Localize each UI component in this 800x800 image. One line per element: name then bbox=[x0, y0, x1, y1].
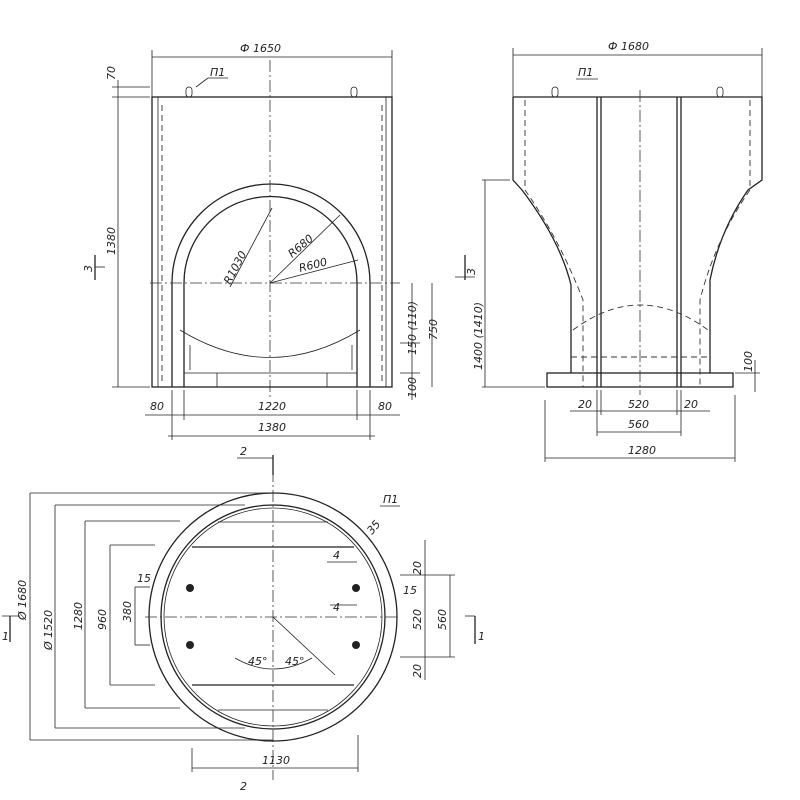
side-560-label: 560 bbox=[628, 418, 649, 431]
front-r1030-label: R1030 bbox=[221, 249, 249, 287]
front-p1-label: П1 bbox=[210, 66, 225, 79]
plan-960-label: 960 bbox=[96, 609, 109, 630]
side-diameter-label: Ф 1680 bbox=[608, 40, 649, 53]
bolt-holes bbox=[186, 584, 360, 649]
front-body-outline bbox=[151, 96, 393, 388]
front-view: Ф 1650 П1 70 1380 3 R1030 R680 R600 150 … bbox=[82, 42, 440, 440]
front-diameter-label: Ф 1650 bbox=[240, 42, 281, 55]
front-right-80-label: 80 bbox=[378, 400, 392, 413]
arch-invert-curve bbox=[179, 329, 361, 358]
side-1280-label: 1280 bbox=[628, 444, 656, 457]
plan-15-right-label: 15 bbox=[403, 584, 417, 597]
front-750-label: 750 bbox=[427, 319, 440, 340]
side-520-label: 520 bbox=[628, 398, 649, 411]
plan-section-2-bottom: 2 bbox=[240, 780, 247, 793]
side-height-label: 1400 (1410) bbox=[472, 302, 485, 370]
side-100-label: 100 bbox=[742, 351, 755, 372]
plan-section-4-bottom: 4 bbox=[333, 601, 340, 614]
plan-520-label: 520 bbox=[411, 609, 424, 630]
front-1380-label: 1380 bbox=[258, 421, 286, 434]
front-section-3-label: 3 bbox=[82, 265, 95, 272]
plan-angle-left-label: 45° bbox=[248, 655, 268, 668]
plan-1130-label: 1130 bbox=[262, 754, 290, 767]
front-150-110-label: 150 (110) bbox=[406, 301, 419, 355]
front-height-label: 1380 bbox=[105, 227, 118, 255]
front-r680-label: R680 bbox=[286, 232, 316, 260]
side-left-20-label: 20 bbox=[578, 398, 592, 411]
plan-1280-label: 1280 bbox=[72, 602, 85, 630]
front-100-label: 100 bbox=[406, 377, 419, 398]
plan-20-bottom-label: 20 bbox=[411, 664, 424, 678]
side-section-3-label: 3 bbox=[465, 268, 478, 275]
plan-560-label: 560 bbox=[436, 609, 449, 630]
side-view: Ф 1680 П1 1400 (1410) 3 100 20 520 20 56… bbox=[455, 40, 763, 462]
plan-p1-label: П1 bbox=[383, 493, 398, 506]
arch-inner bbox=[183, 195, 358, 387]
plan-d1520-label: Ø 1520 bbox=[42, 610, 55, 651]
plan-section-2-top: 2 bbox=[240, 445, 247, 458]
arch-outer bbox=[171, 183, 371, 387]
plan-15-left-label: 15 bbox=[137, 572, 151, 585]
front-70-label: 70 bbox=[105, 66, 118, 80]
side-p1-label: П1 bbox=[578, 66, 593, 79]
plan-20-top-label: 20 bbox=[411, 561, 424, 575]
side-right-20-label: 20 bbox=[684, 398, 698, 411]
plan-view: 45° 45° 2 2 Ø 1680 Ø 1520 1280 960 380 1… bbox=[2, 445, 485, 793]
plan-380-label: 380 bbox=[121, 601, 134, 622]
plan-35-label: 35 bbox=[364, 518, 383, 537]
plan-section-1-left: 1 bbox=[2, 630, 9, 643]
front-left-80-label: 80 bbox=[150, 400, 164, 413]
plan-angle-right-label: 45° bbox=[285, 655, 305, 668]
plan-section-4-top: 4 bbox=[333, 549, 340, 562]
plan-section-1-right: 1 bbox=[478, 630, 485, 643]
side-body-outline bbox=[512, 96, 763, 373]
plan-d1680-label: Ø 1680 bbox=[16, 580, 29, 621]
front-1220-label: 1220 bbox=[258, 400, 286, 413]
